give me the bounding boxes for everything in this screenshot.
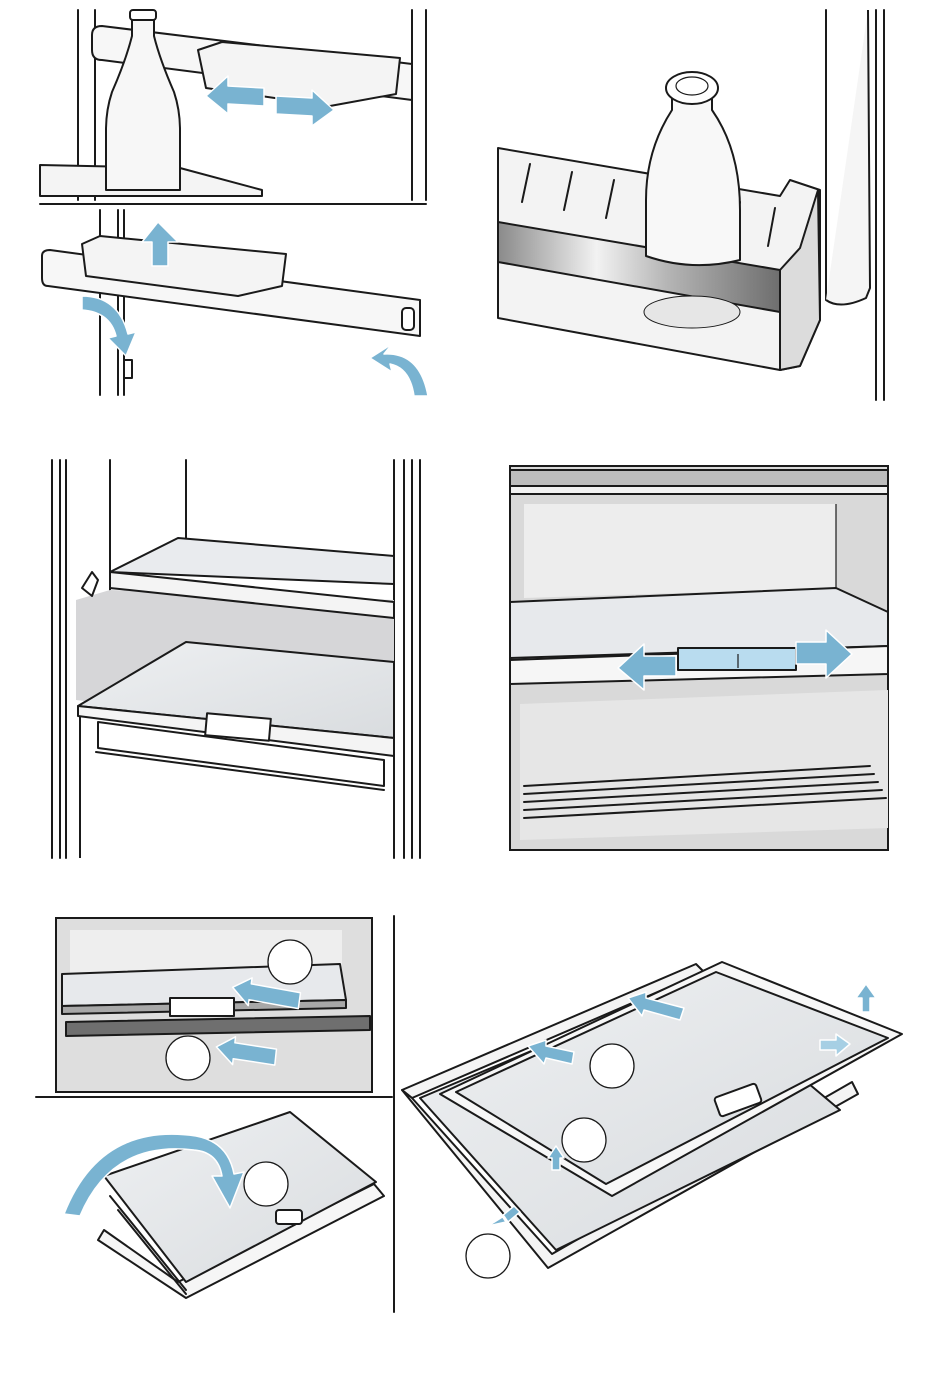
panel-shelf-divider-slide [510, 466, 888, 850]
panel-variable-shelf-fold [64, 1112, 384, 1298]
panel-door-bottle-shelf [498, 10, 884, 400]
panel-door-rack-sliding-box [40, 10, 426, 204]
panel-variable-shelf-disassembly [402, 962, 902, 1278]
panel-glass-shelf-removal [52, 460, 420, 858]
callout-circle [244, 1162, 288, 1206]
panel-door-rack-lift-out [42, 210, 428, 396]
